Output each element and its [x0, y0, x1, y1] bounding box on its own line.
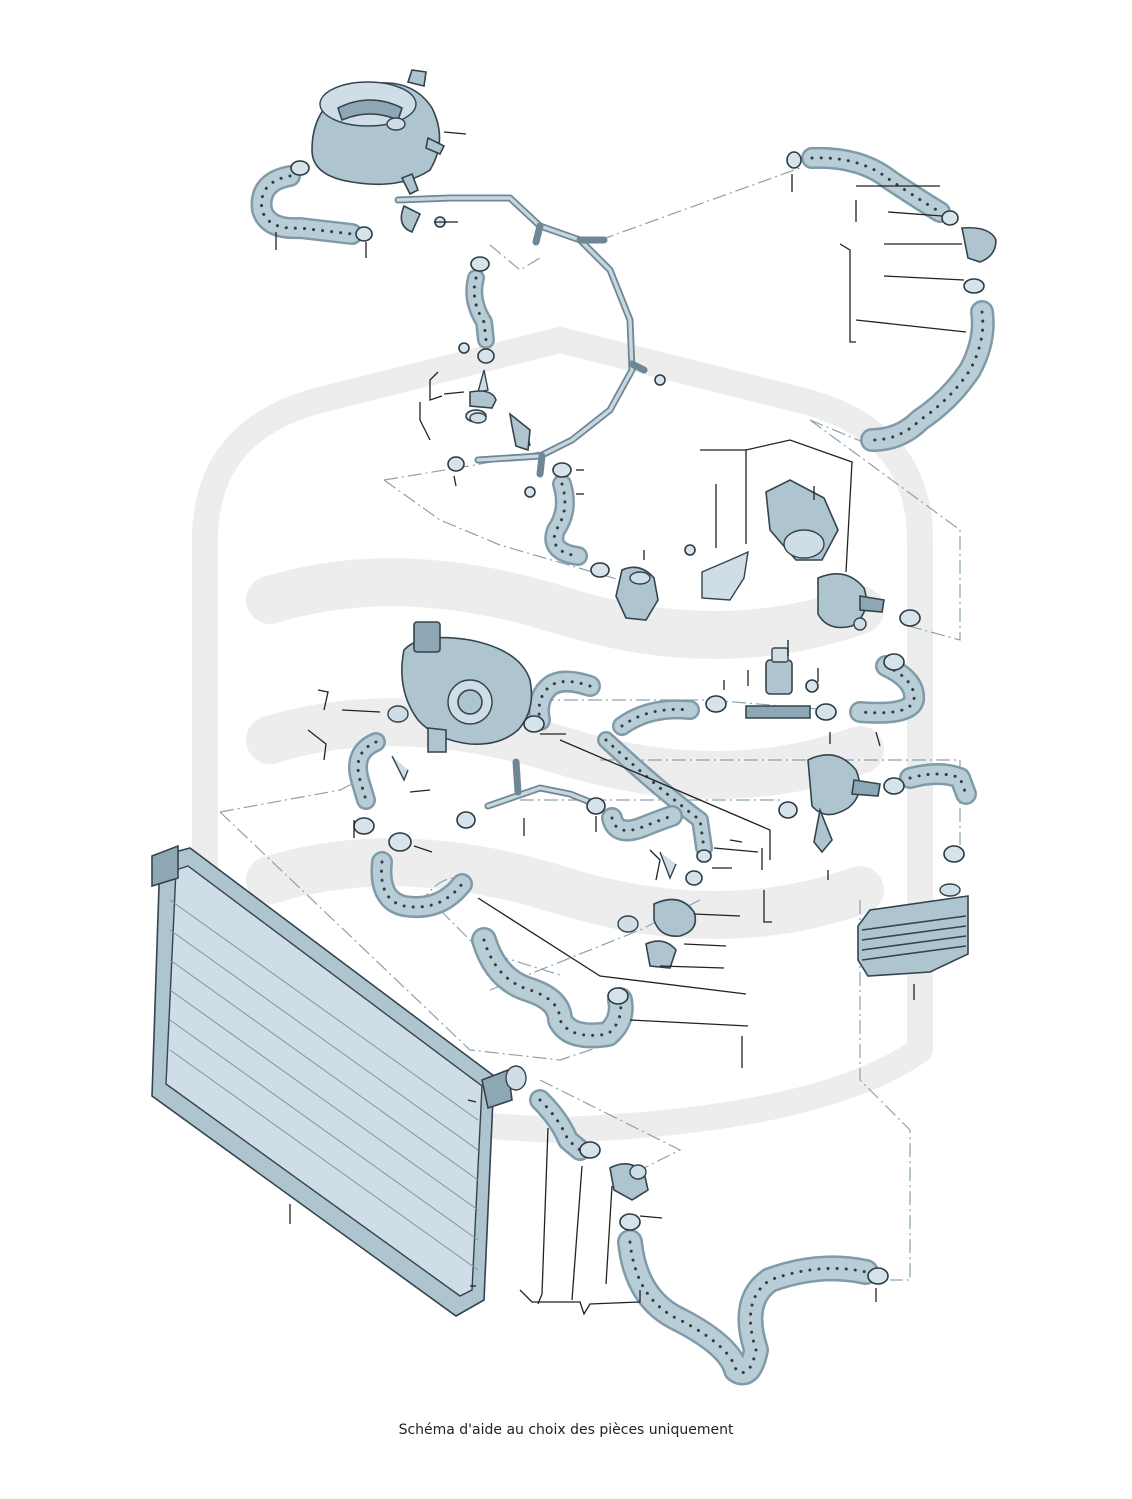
hose-to-pump: [544, 474, 588, 566]
hose-long-diagonal: [597, 731, 713, 857]
hose-upper-middle: [465, 269, 495, 349]
hose-thermostat-left: [348, 732, 386, 810]
coolant-valve: [745, 647, 811, 719]
coolant-pipe-top: [394, 194, 648, 478]
bracket: [701, 550, 749, 601]
hose-tank-left: [250, 165, 363, 245]
hose-right-long: [860, 300, 995, 452]
hose-clamps: [290, 151, 997, 1285]
hose-centre-lower: [471, 927, 634, 1049]
hose-middle-s: [528, 670, 601, 731]
auxiliary-pump-right: [807, 754, 881, 854]
diagram-caption: Schéma d'aide au choix des pièces unique…: [398, 1422, 734, 1438]
connector-housing: [609, 1163, 649, 1201]
auxiliary-pump-upper: [765, 479, 885, 631]
flange-lower: [617, 898, 697, 969]
auxiliary-pump-left: [615, 566, 659, 621]
leader-lines: [275, 131, 967, 1316]
hose-centre: [612, 699, 700, 736]
hose-under-t: [601, 805, 683, 842]
small-fasteners: [391, 204, 677, 880]
reference-lines: [219, 167, 961, 1281]
thermostat-housing: [387, 621, 533, 753]
hose-left-lower: [370, 851, 473, 918]
expansion-tank: [311, 69, 446, 196]
hoses: [250, 146, 995, 1386]
coolant-system-exploded-diagram: [151, 69, 997, 1386]
hose-bottom-long: [617, 1229, 879, 1386]
hose-mid-right: [899, 763, 977, 805]
oil-cooler: [857, 883, 969, 977]
radiator-fins: [169, 899, 479, 1271]
t-connector: [484, 758, 604, 810]
hose-bottom-short: [529, 1089, 591, 1161]
radiator: [151, 844, 527, 1317]
hose-right-middle: [849, 655, 926, 724]
hose-top-right: [801, 146, 951, 223]
